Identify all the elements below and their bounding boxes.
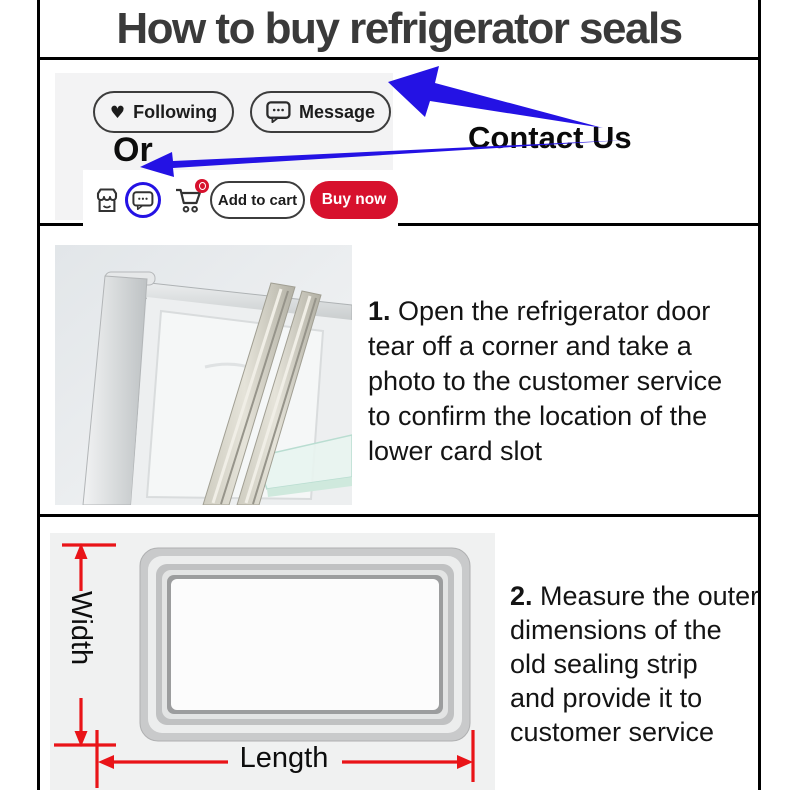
contact-row: ♥ Following Message Or <box>40 60 758 230</box>
chat-bubble-icon <box>132 190 154 210</box>
buy-now-label: Buy now <box>321 191 387 208</box>
or-label: Or <box>113 131 153 169</box>
add-to-cart-button[interactable]: Add to cart <box>210 181 305 219</box>
content-frame: How to buy refrigerator seals ♥ Followin… <box>37 0 761 790</box>
message-bubble-icon <box>266 101 291 123</box>
message-label: Message <box>298 101 376 122</box>
add-to-cart-label: Add to cart <box>217 191 298 209</box>
store-screenshot-panel: ♥ Following Message Or <box>55 73 398 230</box>
step2-number: 2. <box>510 581 533 611</box>
length-label: Length <box>239 742 329 774</box>
chat-icon-highlight[interactable] <box>125 182 161 218</box>
step2-row: Width Length 2. Measure the outer dimens… <box>40 517 760 790</box>
page-title: How to buy refrigerator seals <box>116 3 683 53</box>
message-button[interactable]: Message <box>250 91 391 133</box>
measure-arrowheads <box>74 543 473 769</box>
step1-row: 1. Open the refrigerator door tear off a… <box>40 226 758 517</box>
contact-us-label: Contact Us <box>468 120 632 155</box>
measure-arrows <box>54 543 475 788</box>
heart-icon: ♥ <box>109 102 126 123</box>
step1-text: 1. Open the refrigerator door tear off a… <box>368 296 723 466</box>
seal-diagram: Width Length <box>50 533 495 790</box>
fridge-corner-photo <box>55 245 353 506</box>
step1-number: 1. <box>368 296 391 326</box>
cart-badge <box>195 179 209 193</box>
cart-icon[interactable] <box>173 179 209 215</box>
following-button[interactable]: ♥ Following <box>93 91 234 133</box>
title-row: How to buy refrigerator seals <box>40 0 758 60</box>
action-bar: Add to cart Buy now <box>83 170 398 230</box>
following-label: Following <box>133 101 218 122</box>
arrow-to-message-buttons <box>388 66 603 128</box>
buy-now-button[interactable]: Buy now <box>310 181 398 219</box>
store-icon[interactable] <box>95 186 119 214</box>
step2-text: 2. Measure the outer dimensions of the o… <box>510 581 760 747</box>
width-label: Width <box>65 591 97 666</box>
